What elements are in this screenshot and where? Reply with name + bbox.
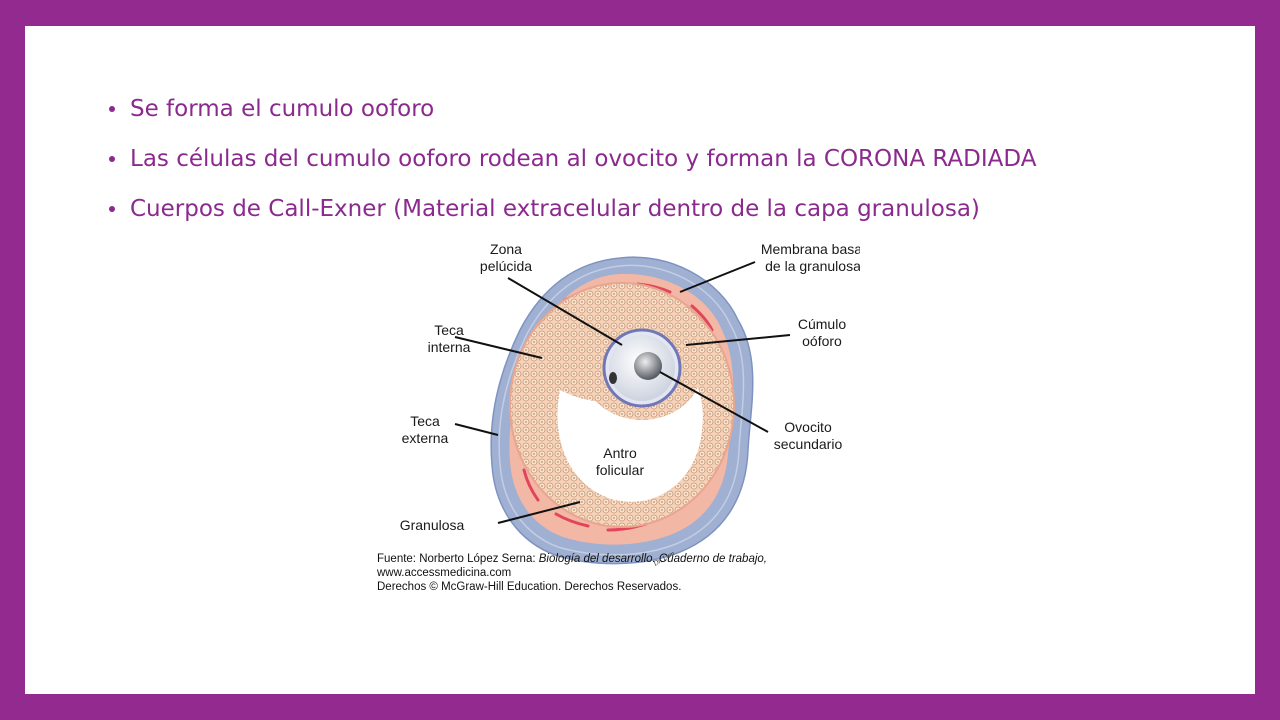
- label-cumulo-2: oóforo: [802, 333, 842, 349]
- label-zona-2: pelúcida: [480, 258, 532, 274]
- figure-source: Fuente: Norberto López Serna: Biología d…: [377, 553, 767, 593]
- polar-body: [609, 372, 617, 384]
- label-granulosa: Granulosa: [400, 517, 465, 533]
- label-teca-interna-1: Teca: [434, 322, 464, 338]
- source-url: www.accessmedicina.com: [377, 567, 512, 579]
- label-ovocito-1: Ovocito: [784, 419, 832, 435]
- label-teca-interna-2: interna: [428, 339, 471, 355]
- bullet-item: Cuerpos de Call-Exner (Material extracel…: [109, 184, 1036, 234]
- bullet-list: Se forma el cumulo ooforo Las células de…: [109, 84, 1036, 234]
- label-teca-externa-1: Teca: [410, 413, 440, 429]
- bullet-dot: [109, 106, 115, 112]
- label-zona-1: Zona: [490, 241, 522, 257]
- source-rights: Derechos © McGraw-Hill Education. Derech…: [377, 581, 682, 593]
- bullet-dot: [109, 156, 115, 162]
- label-membrana-2: de la granulosa: [765, 258, 860, 274]
- oocyte-nucleus: [634, 352, 662, 380]
- bullet-item: Se forma el cumulo ooforo: [109, 84, 1036, 134]
- bullet-item: Las células del cumulo ooforo rodean al …: [109, 134, 1036, 184]
- label-antro-2: folicular: [596, 462, 645, 478]
- bullet-dot: [109, 206, 115, 212]
- label-ovocito-2: secundario: [774, 436, 843, 452]
- label-teca-externa-2: externa: [402, 430, 449, 446]
- label-antro-1: Antro: [603, 445, 637, 461]
- label-membrana-1: Membrana basal: [761, 241, 860, 257]
- label-cumulo-1: Cúmulo: [798, 316, 846, 332]
- follicle-diagram: Zona pelúcida Membrana basal de la granu…: [400, 241, 860, 568]
